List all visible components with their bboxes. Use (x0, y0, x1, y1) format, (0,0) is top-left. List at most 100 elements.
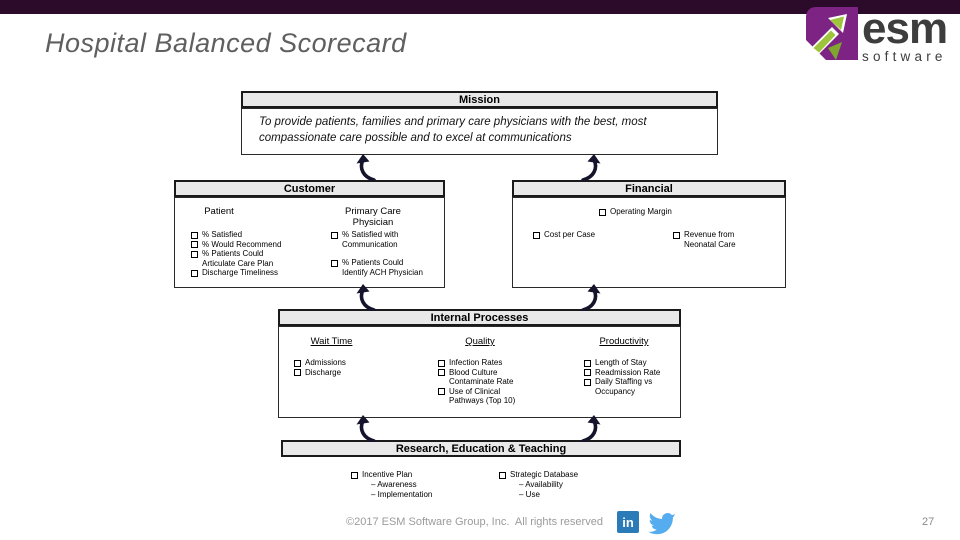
sub-list-item: Availability (499, 480, 578, 490)
checkbox-icon (438, 369, 445, 377)
checkbox-icon (584, 359, 591, 367)
list-item-label: Discharge Timeliness (202, 268, 279, 278)
checkbox-icon (191, 250, 198, 258)
strategic-database-group: Strategic Database Availability Use (499, 470, 578, 500)
list-item: Admissions (294, 358, 384, 368)
list-item-label: Strategic Database (510, 470, 579, 479)
productivity-title: Productivity (599, 336, 649, 347)
list-item: Blood Culture Contaminate Rate (438, 368, 516, 387)
list-item-label: Incentive Plan (362, 470, 413, 479)
list-item: Strategic Database (499, 470, 578, 480)
list-item: Length of Stay (584, 358, 679, 368)
customer-header: Customer (174, 180, 445, 197)
arrow-research-to-internal-right (581, 415, 601, 442)
checkbox-icon (533, 231, 540, 239)
wait-time-title: Wait Time (310, 336, 353, 347)
customer-patient-column: Patient % Satisfied % Would Recommend % … (183, 206, 288, 278)
internal-processes-box: Wait Time Admissions Discharge Quality I… (278, 326, 681, 418)
list-item: % Patients Could Articulate Care Plan (191, 249, 283, 268)
checkbox-icon (294, 369, 301, 377)
linkedin-icon-label: in (622, 514, 634, 530)
arrow-research-to-internal-left (356, 415, 376, 442)
list-item-label: Daily Staffing vs Occupancy (595, 377, 653, 396)
list-item: Infection Rates (438, 358, 536, 368)
list-item: Daily Staffing vs Occupancy (584, 377, 656, 396)
esm-logo-subtitle: software (862, 49, 947, 64)
checkbox-icon (294, 359, 301, 367)
checkbox-icon (438, 388, 445, 396)
list-item-label: % Patients Could Articulate Care Plan (202, 249, 274, 268)
pcp-column-title: Primary Care Physician (345, 206, 401, 228)
esm-logo-wordmark: esm (862, 4, 948, 53)
quality-column: Quality Infection Rates Blood Culture Co… (424, 336, 536, 406)
sub-list-item: Implementation (351, 490, 433, 500)
checkbox-icon (499, 471, 506, 479)
list-item: Revenue from Neonatal Care (673, 230, 761, 249)
twitter-icon[interactable] (645, 510, 679, 536)
checkbox-icon (191, 231, 198, 239)
copyright-text: ©2017 ESM Software Group, Inc. All right… (346, 516, 603, 528)
list-item: Cost per Case (533, 230, 595, 240)
checkbox-icon (331, 231, 338, 239)
list-item: % Satisfied (191, 230, 288, 240)
top-accent-bar (0, 0, 960, 14)
research-header: Research, Education & Teaching (281, 440, 681, 457)
list-item-label: Length of Stay (595, 358, 647, 367)
internal-processes-header: Internal Processes (278, 309, 681, 326)
page-number: 27 (922, 516, 935, 528)
checkbox-icon (438, 359, 445, 367)
linkedin-icon[interactable]: in (617, 511, 639, 533)
incentive-plan-group: Incentive Plan Awareness Implementation (351, 470, 432, 500)
list-item: Use of Clinical Pathways (Top 10) (438, 387, 516, 406)
productivity-column: Productivity Length of Stay Readmission … (569, 336, 679, 396)
customer-box: Patient % Satisfied % Would Recommend % … (174, 197, 445, 288)
list-item-label: % Would Recommend (202, 239, 282, 249)
list-item-label: Use of Clinical Pathways (Top 10) (449, 386, 516, 406)
financial-header: Financial (512, 180, 786, 197)
mission-box: To provide patients, families and primar… (241, 108, 718, 155)
list-item-label: Operating Margin (610, 207, 672, 216)
arrow-customer-to-mission (356, 154, 376, 181)
checkbox-icon (191, 241, 198, 249)
list-item: Discharge Timeliness (191, 268, 288, 278)
arrow-financial-to-mission (581, 154, 601, 181)
list-item: Incentive Plan (351, 470, 432, 480)
list-item: % Patients Could Identify ACH Physician (331, 258, 429, 277)
checkbox-icon (584, 369, 591, 377)
checkbox-icon (191, 269, 198, 277)
list-item: % Satisfied with Communication (331, 230, 423, 249)
checkbox-icon (599, 208, 606, 216)
arrow-internal-to-financial (581, 284, 601, 311)
list-item: % Would Recommend (191, 240, 288, 250)
list-item: Discharge (294, 368, 384, 378)
arrow-internal-to-customer (356, 284, 376, 311)
mission-header: Mission (241, 91, 718, 108)
customer-pcp-column: Primary Care Physician % Satisfied with … (325, 206, 437, 277)
esm-software-logo: esm software (800, 0, 960, 80)
list-item-label: Infection Rates (449, 358, 503, 367)
list-item-label: Discharge (305, 367, 342, 377)
list-item-label: Readmission Rate (595, 367, 661, 377)
esm-logo-mark-icon (806, 7, 858, 60)
list-item-label: Blood Culture Contaminate Rate (449, 367, 514, 387)
checkbox-icon (673, 231, 680, 239)
quality-title: Quality (465, 336, 495, 347)
list-item-label: % Satisfied with Communication (342, 230, 399, 249)
checkbox-icon (584, 378, 591, 386)
page-title: Hospital Balanced Scorecard (45, 28, 407, 58)
esm-logo-text: esm software (862, 4, 960, 64)
list-item-label: % Patients Could Identify ACH Physician (342, 258, 423, 277)
list-item: Readmission Rate (584, 368, 679, 378)
list-item-label: Cost per Case (544, 230, 596, 239)
list-item-label: % Satisfied (202, 230, 243, 239)
patient-column-title: Patient (204, 206, 234, 217)
sub-list-item: Use (499, 490, 578, 500)
financial-box: Operating Margin Cost per Case Revenue f… (512, 197, 786, 288)
list-item-label: Admissions (305, 358, 346, 367)
list-item-label: Revenue from Neonatal Care (684, 230, 736, 249)
mission-statement: To provide patients, families and primar… (259, 116, 647, 144)
sub-list-item: Awareness (351, 480, 432, 490)
research-items: Incentive Plan Awareness Implementation … (281, 470, 681, 510)
checkbox-icon (351, 471, 358, 479)
list-item: Operating Margin (599, 207, 672, 217)
